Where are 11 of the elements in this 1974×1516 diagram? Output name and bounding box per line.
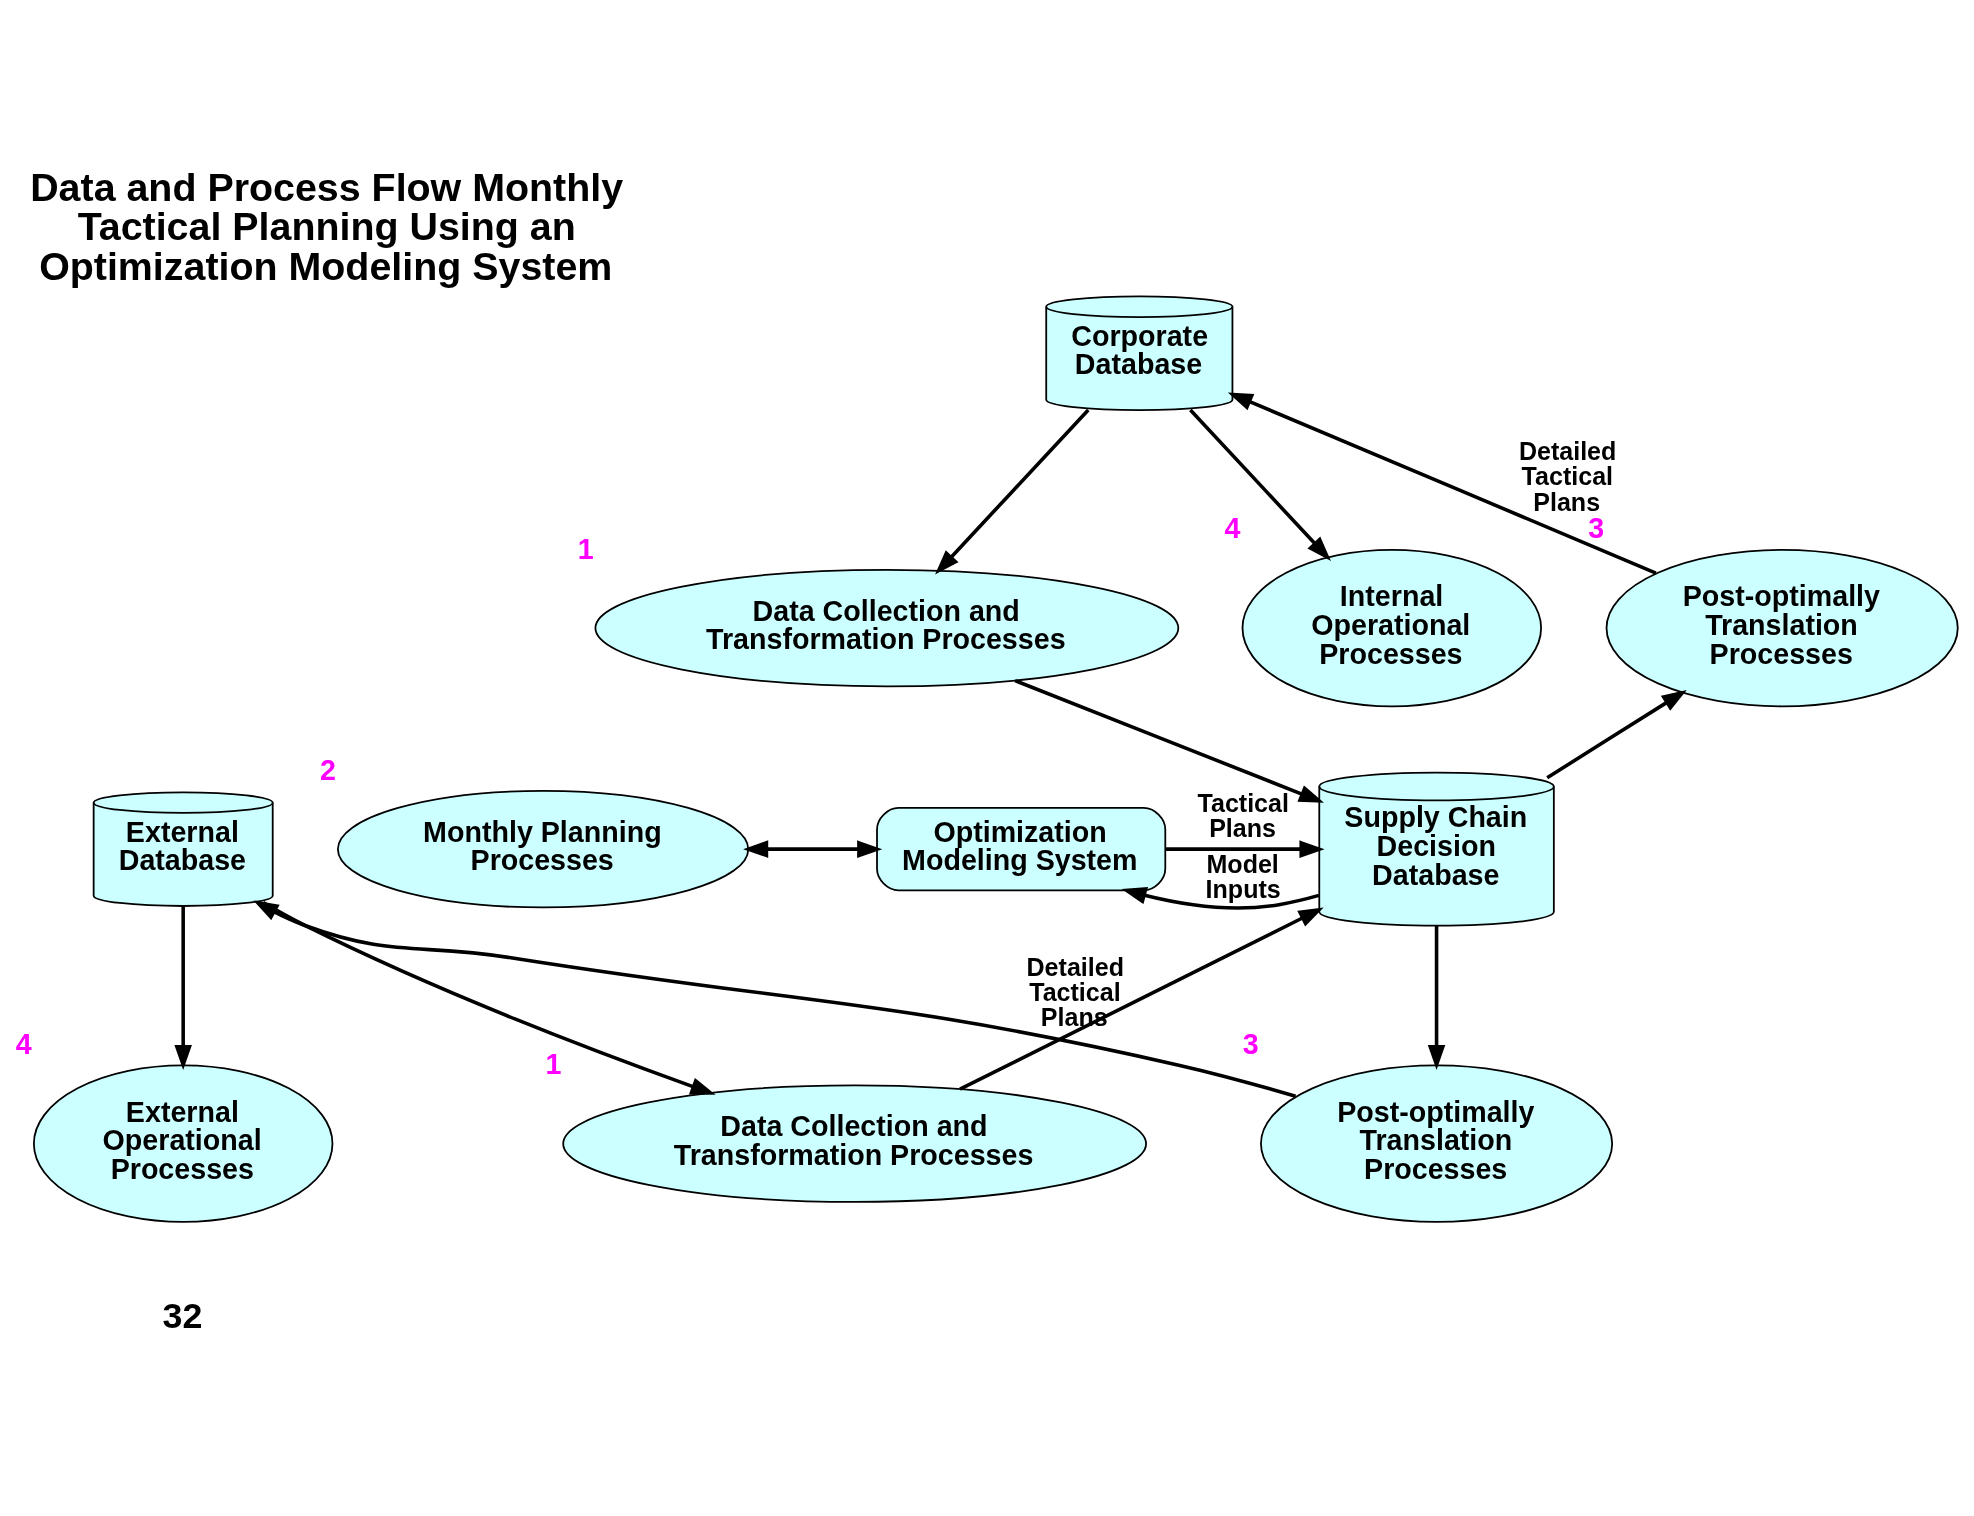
diagram-title: Data and Process Flow Monthly Tactical Planning Using an Optimization Modeling System [30, 164, 624, 288]
node-label: 4 [15, 1027, 32, 1060]
label: 32 [162, 1295, 203, 1336]
node-label: 2 [320, 753, 336, 786]
edge-label: Detailed Tactical Plans [1026, 952, 1124, 1031]
edge-label: Model Inputs [1205, 849, 1281, 903]
node-label: 4 [1224, 511, 1241, 544]
edge-label: Tactical Plans [1197, 788, 1289, 842]
node-label: 1 [545, 1047, 562, 1080]
node-label: 3 [1242, 1027, 1259, 1060]
node-label: 1 [577, 532, 594, 565]
